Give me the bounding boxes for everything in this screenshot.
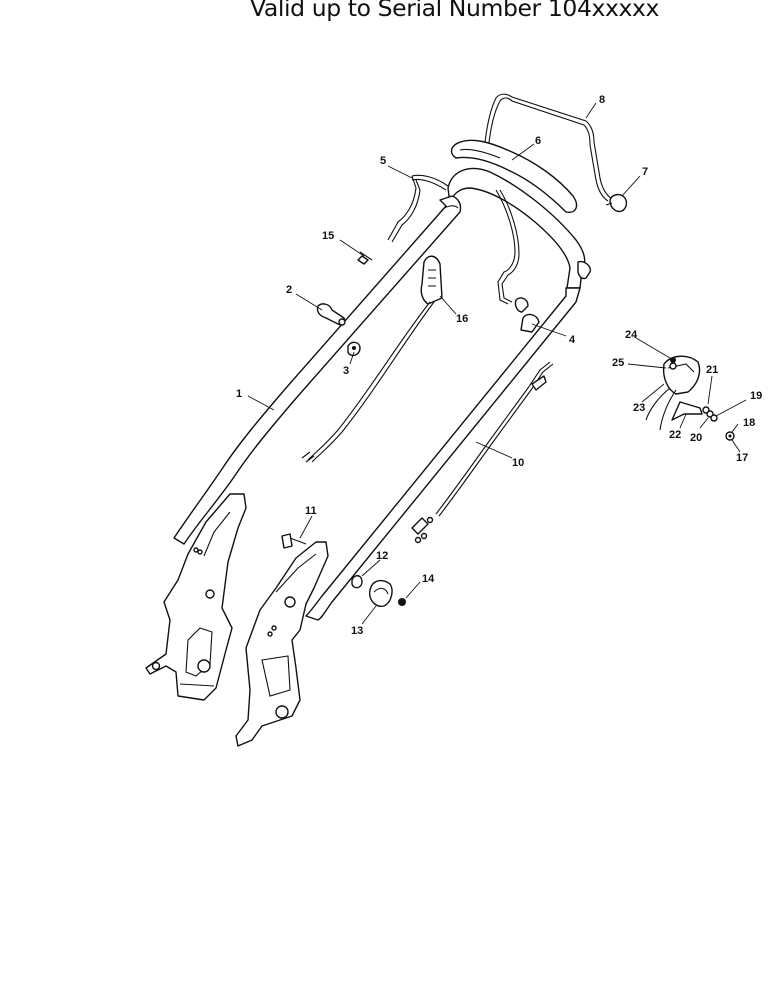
left-handle-bracket (145, 493, 247, 701)
part-6-foam-grip (450, 139, 578, 213)
part-label-25: 25 (612, 357, 624, 369)
part-label-17: 17 (736, 452, 748, 464)
leader-lines (247, 102, 747, 625)
part-label-10: 10 (512, 457, 524, 469)
part-label-23: 23 (633, 402, 645, 414)
part-label-7: 7 (642, 166, 648, 178)
part-1-lower-handle (173, 195, 581, 621)
part-7-end-cap (605, 193, 628, 213)
part-label-11: 11 (305, 505, 317, 517)
page-title: Valid up to Serial Number 104xxxxx (250, 0, 660, 22)
part-label-22: 22 (669, 429, 681, 441)
part-label-18: 18 (743, 417, 755, 429)
part-label-24: 24 (625, 329, 638, 341)
part-4-clip (514, 297, 529, 313)
part-10-drive-cable (411, 361, 554, 544)
part-14-nut (398, 598, 406, 606)
lever-assembly (645, 355, 735, 441)
part-label-19: 19 (750, 390, 762, 402)
part-label-3: 3 (343, 365, 349, 377)
part-label-14: 14 (422, 573, 435, 585)
part-label-13: 13 (351, 625, 363, 637)
part-13-handle-knob (369, 579, 393, 607)
right-handle-bracket (235, 541, 329, 747)
part-label-12: 12 (376, 550, 388, 562)
part-label-8: 8 (599, 94, 605, 106)
part-label-21: 21 (706, 364, 718, 376)
part-label-1: 1 (236, 388, 242, 400)
part-16-control-lever-cable (301, 255, 443, 463)
part-15-screw (357, 251, 373, 265)
part-label-15: 15 (322, 230, 334, 242)
part-2-wing-nut (316, 303, 346, 326)
part-label-5: 5 (380, 155, 386, 167)
part-label-2: 2 (286, 284, 292, 296)
part-number-labels: 8 6 7 5 15 2 3 16 4 1 10 11 12 13 14 24 … (236, 94, 762, 637)
part-12-knob (351, 575, 363, 589)
part-label-16: 16 (456, 313, 468, 325)
part-label-20: 20 (690, 432, 702, 444)
part-3-nut (347, 341, 361, 357)
part-label-4: 4 (569, 334, 576, 346)
part-label-6: 6 (535, 135, 541, 147)
part-11-bolt (281, 533, 307, 549)
